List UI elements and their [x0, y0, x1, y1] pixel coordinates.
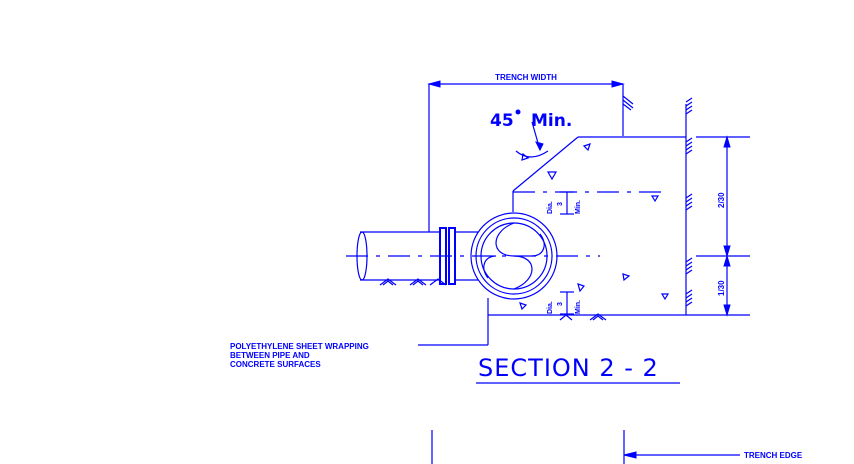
pipe [356, 212, 558, 300]
dia-label-upper: Dia. [547, 201, 554, 214]
angle-value: 45 [490, 111, 514, 131]
diameter-callout-upper: Dia. 3 Min. [547, 191, 582, 215]
ratio-bottom-label: 1/30 [717, 280, 726, 296]
frac-label-upper: 3 [557, 202, 564, 206]
lower-view: TRENCH EDGE [431, 430, 803, 464]
ground-hatch-bottom [379, 278, 607, 321]
angle-min-label: Min. [531, 111, 572, 131]
ratio-top-label: 2/30 [717, 192, 726, 208]
diameter-callout-lower: Dia. 3 Min. [547, 291, 582, 315]
min-label-upper: Min. [575, 200, 582, 214]
trench-edge-label: TRENCH EDGE [744, 451, 803, 460]
frac-label-lower: 3 [557, 302, 564, 306]
centerlines [346, 191, 668, 257]
dia-label-lower: Dia. [547, 301, 554, 314]
note-line-1: POLYETHYLENE SHEET WRAPPING [230, 342, 369, 351]
concrete-block [418, 104, 750, 346]
note-line-2: BETWEEN PIPE AND [230, 351, 310, 360]
ground-hatch-right [622, 95, 693, 307]
section-title: SECTION 2 - 2 [476, 354, 680, 384]
note-line-3: CONCRETE SURFACES [230, 360, 321, 369]
angle-45-marker: 45 Min. [490, 109, 572, 158]
trench-width-dimension: TRENCH WIDTH [427, 73, 625, 232]
polyethylene-note: POLYETHYLENE SHEET WRAPPING BETWEEN PIPE… [230, 342, 369, 369]
trench-width-label: TRENCH WIDTH [495, 73, 557, 82]
min-label-lower: Min. [575, 300, 582, 314]
ratio-dimension: 2/30 1/30 [696, 135, 750, 317]
section-title-text: SECTION 2 - 2 [478, 354, 659, 382]
